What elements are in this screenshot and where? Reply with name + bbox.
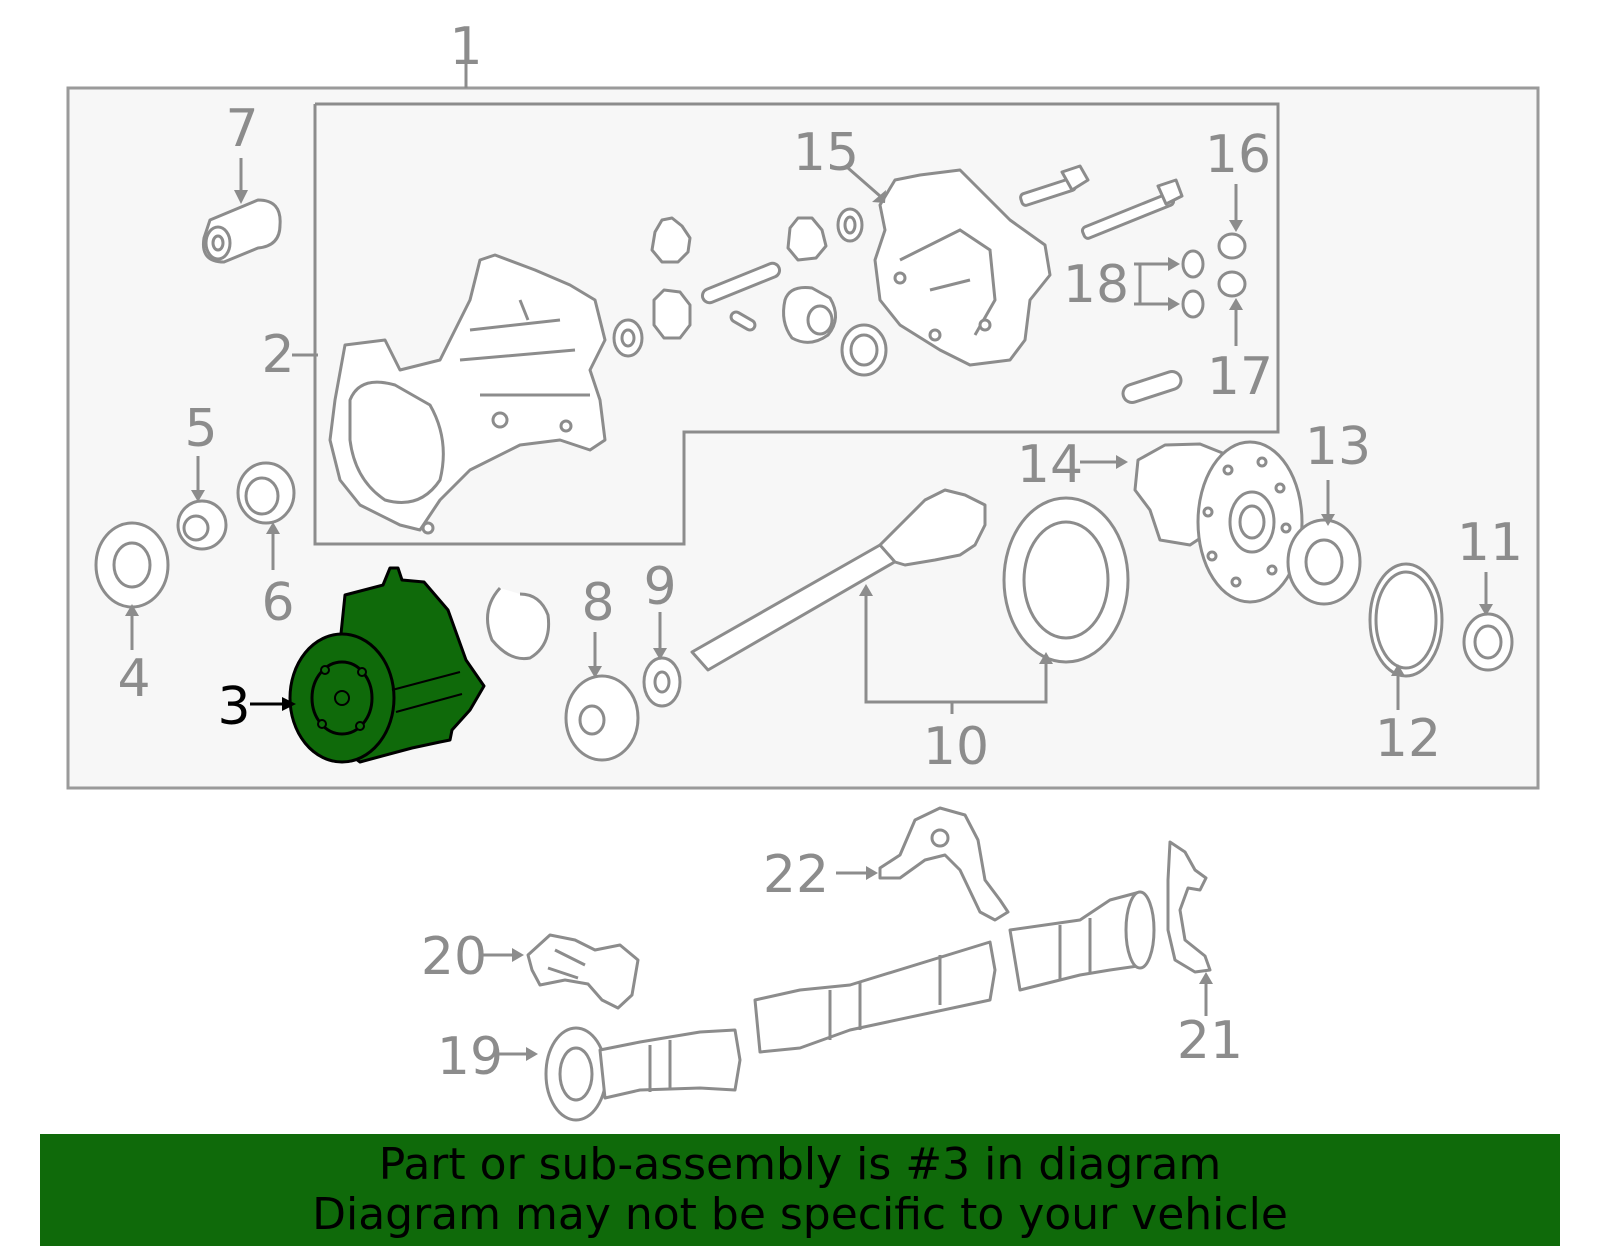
callout-13: 13 — [1305, 417, 1371, 477]
part-2-housing[interactable] — [328, 253, 607, 535]
subassembly-outline — [313, 102, 1280, 546]
callout-20: 20 — [421, 927, 487, 987]
part-14-differential-case[interactable] — [1133, 440, 1304, 604]
part-7-bushing[interactable] — [201, 198, 282, 264]
part-3-actuator-highlighted[interactable] — [288, 566, 486, 764]
callout-11: 11 — [1457, 513, 1523, 573]
callout-9: 9 — [643, 557, 676, 617]
callout-18: 18 — [1063, 255, 1129, 315]
callout-12: 12 — [1375, 709, 1441, 769]
callout-1: 1 — [449, 17, 482, 77]
part-4-bearing[interactable] — [94, 521, 170, 609]
part-6-seal[interactable] — [236, 461, 296, 525]
banner-line-1: Part or sub-assembly is #3 in diagram — [378, 1139, 1222, 1190]
callout-7: 7 — [225, 99, 258, 159]
part-19-propeller-shaft[interactable] — [544, 890, 1156, 1122]
part-13-bearing[interactable] — [1286, 518, 1362, 606]
part-8-bearing[interactable] — [564, 674, 640, 762]
callout-17: 17 — [1207, 347, 1273, 407]
part-21-shield[interactable] — [1166, 840, 1212, 974]
part-bolts[interactable] — [1019, 164, 1184, 405]
callout-6: 6 — [261, 573, 294, 633]
part-22-bracket[interactable] — [878, 806, 1010, 922]
callout-8: 8 — [581, 573, 614, 633]
callout-19: 19 — [437, 1027, 503, 1087]
part-10-gear-set[interactable] — [690, 488, 1130, 672]
callout-21: 21 — [1177, 1011, 1243, 1071]
callout-10: 10 — [923, 717, 989, 777]
callout-5: 5 — [184, 399, 217, 459]
callout-14: 14 — [1017, 435, 1083, 495]
part-9-shim[interactable] — [642, 656, 682, 708]
part-12-shim[interactable] — [1368, 562, 1444, 678]
snap-ring[interactable] — [486, 586, 551, 661]
part-15-cover[interactable] — [873, 168, 1052, 367]
part-16-17-18-plugs[interactable] — [1181, 232, 1247, 319]
part-11-seal[interactable] — [1462, 612, 1514, 672]
callout-15: 15 — [793, 123, 859, 183]
banner-line-2: Diagram may not be specific to your vehi… — [312, 1189, 1288, 1240]
callout-16: 16 — [1205, 125, 1271, 185]
part-5-seal[interactable] — [176, 499, 228, 551]
callout-4: 4 — [117, 649, 150, 709]
callout-2: 2 — [261, 325, 294, 385]
part-20-mount[interactable] — [526, 933, 640, 1010]
callout-22: 22 — [763, 845, 829, 905]
callout-3: 3 — [217, 677, 250, 737]
info-banner: Part or sub-assembly is #3 in diagram Di… — [40, 1134, 1560, 1246]
part-differential-gears[interactable] — [612, 207, 888, 377]
